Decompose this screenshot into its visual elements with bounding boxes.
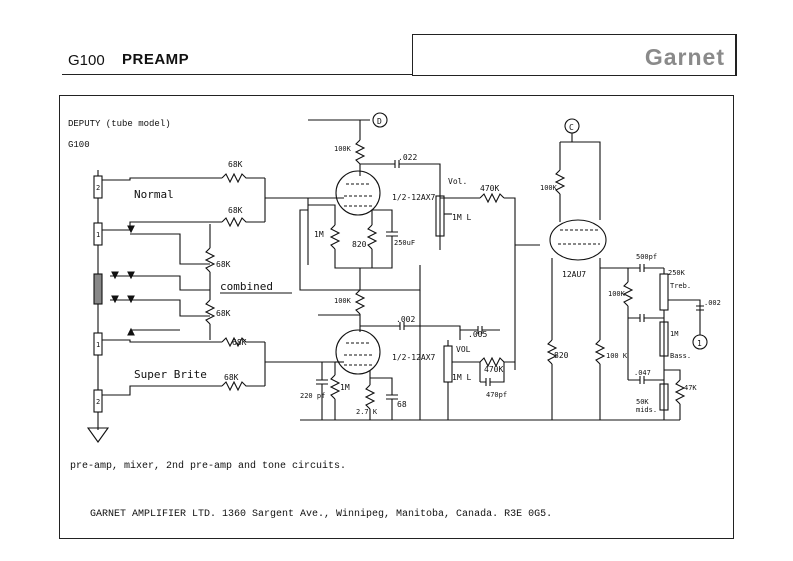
company-address: GARNET AMPLIFIER LTD. 1360 Sargent Ave.,… bbox=[90, 509, 553, 520]
node-1-icon bbox=[692, 334, 708, 350]
r-470k-b: 470K bbox=[484, 365, 503, 374]
r-1m-b: 1M bbox=[340, 383, 350, 392]
r-68k-a: 68K bbox=[228, 160, 243, 169]
mids-label: mids. bbox=[636, 406, 657, 414]
tube-v2-tone-stack: C 100K 12AU7 820 100 K 100K 500pf 250K T… bbox=[540, 118, 721, 421]
c-022: .022 bbox=[398, 153, 417, 162]
pot-1m-a: 1M L bbox=[452, 213, 471, 222]
pot-50k: 50K bbox=[636, 398, 649, 406]
model-number: G100 bbox=[68, 52, 105, 69]
c-002: .002 bbox=[396, 315, 415, 324]
r-2-7k: 2.7 K bbox=[356, 408, 378, 416]
r-68k-d: 68K bbox=[224, 373, 239, 382]
r-100k-d: 100K bbox=[608, 290, 626, 298]
jack-label-1b: 1 bbox=[96, 341, 100, 349]
jack-label-2b: 2 bbox=[96, 398, 100, 406]
channel-super-brite-label: Super Brite bbox=[134, 368, 207, 381]
tube-v1-bottom: 100K .002 1/2-12AX7 220 pf 1M 2.7 K 68 .… bbox=[300, 268, 540, 421]
input-jacks: 2 1 1 2 bbox=[86, 170, 222, 443]
node-c: C bbox=[569, 123, 574, 132]
r-100k-c: 100K bbox=[540, 184, 558, 192]
channel-normal-label: Normal bbox=[134, 188, 174, 201]
bass-label: Bass. bbox=[670, 352, 691, 360]
c-250uf: 250uF bbox=[394, 239, 415, 247]
treble-label: Treb. bbox=[670, 282, 691, 290]
brand-box: Garnet bbox=[412, 34, 737, 76]
r-820-a: 820 bbox=[352, 240, 367, 249]
channel-mixers: Normal combined Super Brite 68K 68K 68K … bbox=[134, 160, 335, 392]
r-47k: 47K bbox=[684, 384, 697, 392]
c-005: .005 bbox=[468, 330, 487, 339]
tube-v1-top-label: 1/2-12AX7 bbox=[392, 193, 436, 202]
tube-v1-top: D 100K .022 1/2-12AX7 1M 820 250uF Vol. … bbox=[299, 112, 540, 370]
r-68k-c: 68K bbox=[232, 338, 247, 347]
c-68: 68 bbox=[397, 400, 407, 409]
sheet-subtitle: DEPUTY (tube model) bbox=[68, 119, 171, 129]
r-100k-b: 100K bbox=[334, 297, 352, 305]
r-68k-f: 68K bbox=[216, 309, 231, 318]
schematic-sheet bbox=[59, 95, 734, 539]
pot-250k: 250K bbox=[668, 269, 686, 277]
c-500pf: 500pf bbox=[636, 253, 657, 261]
r-820-b: 820 bbox=[554, 351, 569, 360]
sheet-code: G100 bbox=[68, 140, 90, 150]
jack-label-1: 1 bbox=[96, 231, 100, 239]
vol-a-label: Vol. bbox=[448, 177, 467, 186]
node-d: D bbox=[377, 117, 382, 126]
brand-logo: Garnet bbox=[644, 44, 725, 70]
vol-b-label: VOL bbox=[456, 345, 471, 354]
jack-label-2: 2 bbox=[96, 184, 100, 192]
r-100k-e: 100 K bbox=[606, 352, 628, 360]
sheet-caption: pre-amp, mixer, 2nd pre-amp and tone cir… bbox=[70, 461, 347, 472]
channel-combined-label: combined bbox=[220, 280, 273, 293]
c-047: .047 bbox=[634, 369, 651, 377]
section-title: PREAMP bbox=[122, 51, 190, 68]
c-220pf: 220 pf bbox=[300, 392, 325, 400]
header-title-block: G100 PREAMP bbox=[62, 38, 412, 75]
r-470k-a: 470K bbox=[480, 184, 499, 193]
r-68k-b: 68K bbox=[228, 206, 243, 215]
node-1: 1 bbox=[697, 339, 702, 348]
r-68k-e: 68K bbox=[216, 260, 231, 269]
pot-1m-c: 1M bbox=[670, 330, 678, 338]
tube-v1-bottom-label: 1/2-12AX7 bbox=[392, 353, 436, 362]
tube-v2-label: 12AU7 bbox=[562, 270, 586, 279]
r-100k-a: 100K bbox=[334, 145, 352, 153]
node-d-icon bbox=[372, 112, 388, 128]
c-002b: .002 bbox=[704, 299, 721, 307]
r-1m-a: 1M bbox=[314, 230, 324, 239]
c-470pf: 470pf bbox=[486, 391, 507, 399]
ground-icon bbox=[86, 427, 110, 443]
pot-1m-b: 1M L bbox=[452, 373, 471, 382]
